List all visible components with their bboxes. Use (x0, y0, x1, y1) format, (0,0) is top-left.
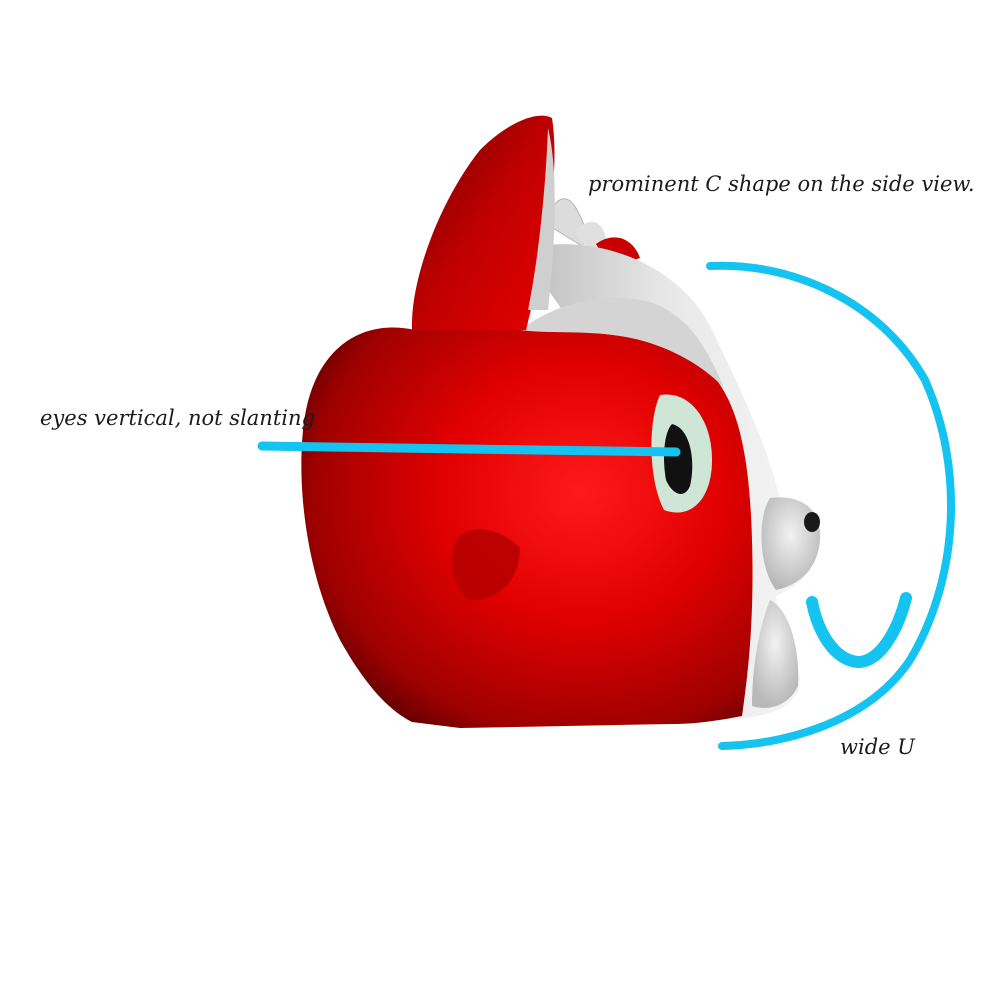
red-head-shell (301, 322, 753, 728)
c-shape-guide (706, 261, 956, 750)
cheek-bump (452, 529, 520, 601)
wide-u-annotation: wide U (840, 735, 915, 759)
eye (651, 394, 712, 513)
nose-icon (804, 512, 820, 532)
eye-level-guide (257, 441, 681, 457)
fur-stripe (520, 297, 724, 388)
eyes-annotation: eyes vertical, not slanting (40, 406, 315, 430)
ear (411, 115, 555, 330)
guide-lines (257, 261, 956, 750)
wide-u-guide (806, 592, 912, 669)
c-shape-annotation: prominent C shape on the side view. (588, 172, 975, 196)
snout (752, 497, 821, 708)
